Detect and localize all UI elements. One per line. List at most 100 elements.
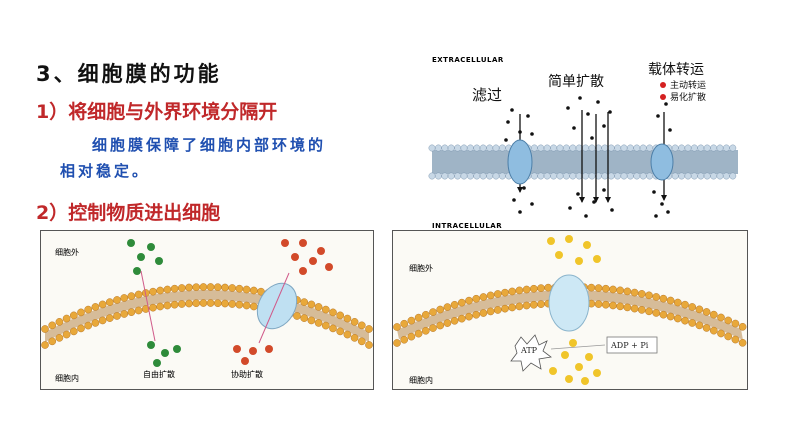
molecule-dot	[530, 202, 534, 206]
membrane-core	[45, 290, 369, 342]
lipid-head	[428, 144, 436, 152]
point-1-description-line-1: 细胞膜保障了细胞内部环境的	[92, 136, 327, 154]
lipid-head	[616, 286, 625, 295]
adp-box	[606, 336, 658, 354]
lipid-head	[724, 316, 733, 325]
lipid-head	[91, 303, 100, 311]
lipid-head	[562, 172, 570, 180]
lipid-head	[486, 144, 493, 152]
yellow-molecule	[565, 235, 573, 243]
red-molecule	[325, 263, 333, 271]
lipid-head	[69, 311, 78, 320]
lipid-head	[486, 172, 493, 180]
lipid-head	[493, 290, 502, 298]
lipid-head	[62, 330, 71, 339]
yellow-molecule	[583, 241, 591, 249]
lipid-head	[329, 324, 337, 333]
lipid-head	[529, 300, 538, 309]
red-molecule	[309, 257, 317, 265]
molecule-dot	[666, 210, 670, 214]
lipid-head	[434, 172, 442, 180]
lipid-head	[41, 325, 49, 333]
lipid-head	[343, 330, 352, 339]
molecule-dot	[608, 110, 612, 114]
lipid-head	[681, 316, 689, 325]
lipid-head	[177, 284, 186, 292]
lipid-head	[671, 144, 679, 152]
lipid-head	[134, 306, 143, 315]
molecule-dot	[660, 202, 664, 206]
lipid-head	[343, 314, 352, 323]
lipid-head	[702, 308, 711, 316]
lipid-head	[77, 324, 85, 333]
lipid-head	[472, 294, 481, 303]
lipid-head	[716, 172, 724, 180]
lipid-head	[249, 302, 258, 311]
lipid-head	[731, 319, 740, 328]
lipid-head	[529, 284, 538, 293]
lipid-head	[531, 172, 538, 180]
red-molecule	[265, 345, 273, 353]
lipid-head	[447, 172, 455, 180]
molecule-dot	[504, 138, 508, 142]
lipid-head	[177, 300, 186, 308]
lipid-head	[695, 321, 704, 330]
lipid-head	[113, 312, 121, 320]
green-molecule	[147, 243, 155, 251]
left-membrane-bilayer	[41, 283, 373, 349]
lipid-head	[690, 172, 698, 180]
lipid-head	[479, 293, 488, 301]
lipid-head	[300, 314, 309, 322]
lipid-head	[472, 310, 481, 319]
carrier-transport-label: 载体转运	[648, 62, 704, 78]
lipid-head	[192, 283, 201, 292]
lipid-head	[666, 312, 675, 321]
lipid-head	[457, 314, 466, 323]
transport-diagram-art: EXTRACELLULAR INTRACELLULAR 滤过 简单扩散 载体转运…	[428, 56, 738, 230]
yellow-molecule	[585, 353, 593, 361]
lipid-head	[228, 284, 237, 292]
lipid-head	[467, 172, 474, 180]
lipid-head	[443, 319, 452, 327]
lipid-head	[393, 323, 401, 331]
lipid-head	[350, 318, 359, 326]
lipid-head	[221, 283, 229, 292]
lipid-head	[499, 172, 506, 180]
lipid-head	[55, 318, 64, 326]
red-molecule	[317, 247, 325, 255]
lipid-head	[465, 296, 473, 305]
lipid-head	[185, 299, 193, 308]
lipid-head	[630, 288, 639, 297]
lipid-head	[569, 144, 577, 152]
lipid-head	[684, 172, 692, 180]
lipid-head	[678, 144, 686, 152]
outside-label: 细胞外	[55, 247, 79, 257]
lipid-head	[170, 284, 179, 293]
lipid-head	[465, 312, 473, 321]
lipid-head	[127, 308, 136, 316]
lipid-head	[697, 144, 705, 152]
lipid-head	[671, 172, 679, 180]
lipid-head	[199, 283, 208, 291]
lipid-head	[365, 341, 373, 349]
lipid-head	[450, 300, 459, 309]
lipid-head	[582, 172, 590, 180]
extracellular-label: EXTRACELLULAR	[432, 56, 504, 64]
red-molecule	[299, 267, 307, 275]
lipid-head	[681, 300, 689, 309]
green-molecule	[127, 239, 135, 247]
molecule-dot	[656, 114, 660, 118]
lipid-head	[717, 329, 725, 338]
lipid-head	[492, 144, 500, 152]
lipid-head	[639, 172, 647, 180]
molecule-dot	[572, 126, 576, 130]
lipid-head	[454, 144, 461, 152]
lipid-head	[414, 329, 423, 338]
lipid-head	[501, 288, 509, 297]
lipid-head	[84, 305, 93, 314]
molecule-dot	[512, 198, 516, 202]
lipid-head	[48, 321, 57, 330]
green-molecule	[147, 341, 155, 349]
lipid-head	[249, 286, 258, 295]
lipid-head	[105, 298, 114, 306]
